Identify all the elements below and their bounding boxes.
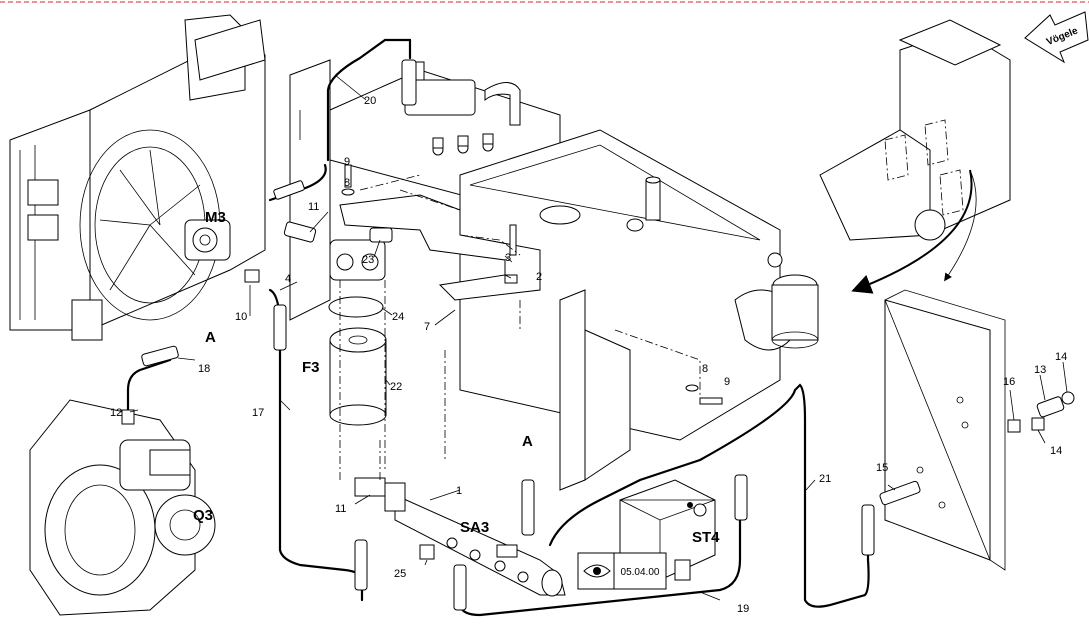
callout-leaders xyxy=(129,74,1068,601)
callout-11-bottom: 11 xyxy=(335,503,346,515)
washer-8-top xyxy=(341,188,355,196)
label-st4: ST4 xyxy=(692,529,720,546)
reference-code: 05.04.00 xyxy=(621,567,660,578)
fitting-12 xyxy=(121,409,135,425)
fitting-11-top xyxy=(283,221,317,243)
seal-ring xyxy=(328,296,384,318)
filter-cartridge xyxy=(329,327,387,426)
bracket xyxy=(339,194,631,491)
bolt-9-top xyxy=(344,164,352,188)
callout-14-top: 14 xyxy=(1055,351,1067,363)
callout-23: 23 xyxy=(362,254,374,266)
callout-2: 2 xyxy=(536,271,542,283)
fitting-15 xyxy=(879,480,921,506)
fitting-10 xyxy=(244,269,260,283)
fitting-manifold-left xyxy=(354,539,368,591)
callout-15: 15 xyxy=(876,462,888,474)
side-panel xyxy=(884,289,1006,571)
callout-1: 1 xyxy=(456,485,462,497)
fitting-hose-18 xyxy=(141,345,179,367)
overview-arrow xyxy=(851,169,973,294)
callout-18: 18 xyxy=(198,363,210,375)
fitting-manifold-bottom xyxy=(453,564,467,611)
bolt-3 xyxy=(509,224,517,256)
washer-8-right xyxy=(685,384,699,392)
callout-19: 19 xyxy=(737,603,749,615)
callout-12: 12 xyxy=(110,407,122,419)
callout-24: 24 xyxy=(392,311,404,323)
fitting-a-manifold xyxy=(521,479,535,536)
label-connection-a-bottom: A xyxy=(522,433,533,450)
fitting-m3 xyxy=(273,180,305,200)
fitting-hose-4 xyxy=(273,304,287,351)
filter-head xyxy=(329,227,393,281)
radiator-fan-assembly xyxy=(9,14,266,341)
fitting-hose-21 xyxy=(861,504,875,556)
fitting-top xyxy=(401,59,417,106)
label-m3: M3 xyxy=(205,209,226,226)
brand-badge-arrow xyxy=(1024,11,1089,64)
reference-box xyxy=(577,552,667,590)
label-f3: F3 xyxy=(302,359,320,376)
label-q3: Q3 xyxy=(193,507,213,524)
callout-21: 21 xyxy=(819,473,831,485)
callout-8-top: 8 xyxy=(344,177,350,189)
callout-4: 4 xyxy=(285,273,291,285)
hose-18 xyxy=(126,358,172,412)
washer-2 xyxy=(504,274,518,284)
plug-25 xyxy=(419,544,435,560)
callout-16: 16 xyxy=(1003,376,1015,388)
fittings-set xyxy=(1007,391,1075,433)
hose-20 xyxy=(326,38,412,162)
assembly-guide-lines xyxy=(339,174,701,480)
callout-25: 25 xyxy=(394,568,406,580)
callout-10: 10 xyxy=(235,311,247,323)
label-connection-a-top: A xyxy=(205,329,216,346)
callout-3: 3 xyxy=(505,252,511,264)
bolt-9-right xyxy=(699,397,723,405)
callout-11-top: 11 xyxy=(308,201,319,213)
hose-21 xyxy=(548,383,870,608)
callout-17: 17 xyxy=(252,407,264,419)
callout-9-right: 9 xyxy=(724,376,730,388)
callout-22: 22 xyxy=(390,381,402,393)
callout-8-right: 8 xyxy=(702,363,708,375)
paver-overview-illustration xyxy=(819,19,1011,282)
manifold-block xyxy=(354,477,566,597)
callout-13: 13 xyxy=(1034,364,1046,376)
callout-14-bottom: 14 xyxy=(1050,445,1062,457)
hydraulic-pump-assembly xyxy=(29,399,216,616)
callout-7: 7 xyxy=(424,321,430,333)
callout-9-top: 9 xyxy=(344,156,350,168)
label-sa3: SA3 xyxy=(460,519,489,536)
callout-20: 20 xyxy=(364,95,376,107)
fitting-valve xyxy=(734,474,748,521)
